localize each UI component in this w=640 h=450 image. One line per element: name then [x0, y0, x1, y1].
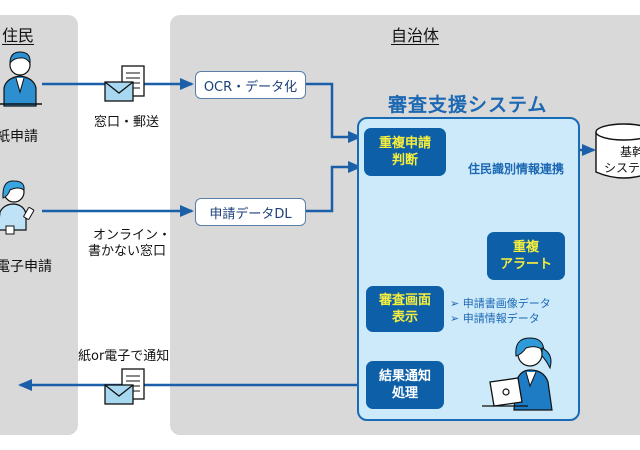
staff-with-laptop-icon: [482, 337, 553, 411]
mail-document-icon: [104, 368, 145, 405]
electronic-application-label: 電子申請: [0, 259, 52, 275]
core-system-label-line1: 基幹: [620, 145, 640, 159]
online-channel-label-line2: 書かない窓口: [88, 244, 167, 259]
paper-application-label: 紙申請: [0, 129, 38, 145]
duplicate-check-line2: 判断: [391, 153, 418, 168]
duplicate-alert-line2: アラート: [499, 257, 552, 272]
paper-channel-label: 窓口・郵送: [94, 115, 160, 130]
review-item: ➢ 申請書画像データ: [450, 297, 551, 310]
duplicate-alert-box: 重複 アラート: [487, 232, 565, 280]
system-title: 審査支援システム: [388, 94, 548, 116]
notify-channel-label: 紙or電子で通知: [78, 349, 170, 364]
online-channel-label-line1: オンライン・: [93, 228, 172, 243]
review-display-line2: 表示: [391, 310, 418, 325]
municipality-header: 自治体: [391, 26, 440, 45]
result-notice-line2: 処理: [391, 386, 418, 401]
ocr-box: OCR・データ化: [195, 71, 306, 99]
arrow-download-to-check: [305, 161, 362, 213]
review-item: ➢ 申請情報データ: [450, 312, 540, 325]
woman-with-phone-icon: [0, 180, 35, 235]
download-box: 申請データDL: [195, 198, 306, 226]
residents-header: 住民: [2, 26, 35, 45]
core-system-database-icon: [595, 123, 640, 179]
review-display-box: 審査画面 表示: [366, 286, 444, 332]
man-at-desk-icon: [0, 51, 42, 107]
core-system-label-line2: システム: [604, 161, 640, 175]
link-label: 住民識別情報連携: [468, 162, 565, 176]
duplicate-check-box: 重複申請 判断: [364, 128, 446, 176]
duplicate-check-line1: 重複申請: [378, 136, 431, 151]
review-display-line1: 審査画面: [378, 293, 431, 308]
result-notice-box: 結果通知 処理: [366, 361, 444, 409]
mail-document-icon: [104, 65, 145, 102]
duplicate-alert-line1: 重複: [512, 240, 539, 255]
result-notice-line1: 結果通知: [378, 369, 431, 384]
arrow-ocr-to-check: [305, 82, 362, 143]
